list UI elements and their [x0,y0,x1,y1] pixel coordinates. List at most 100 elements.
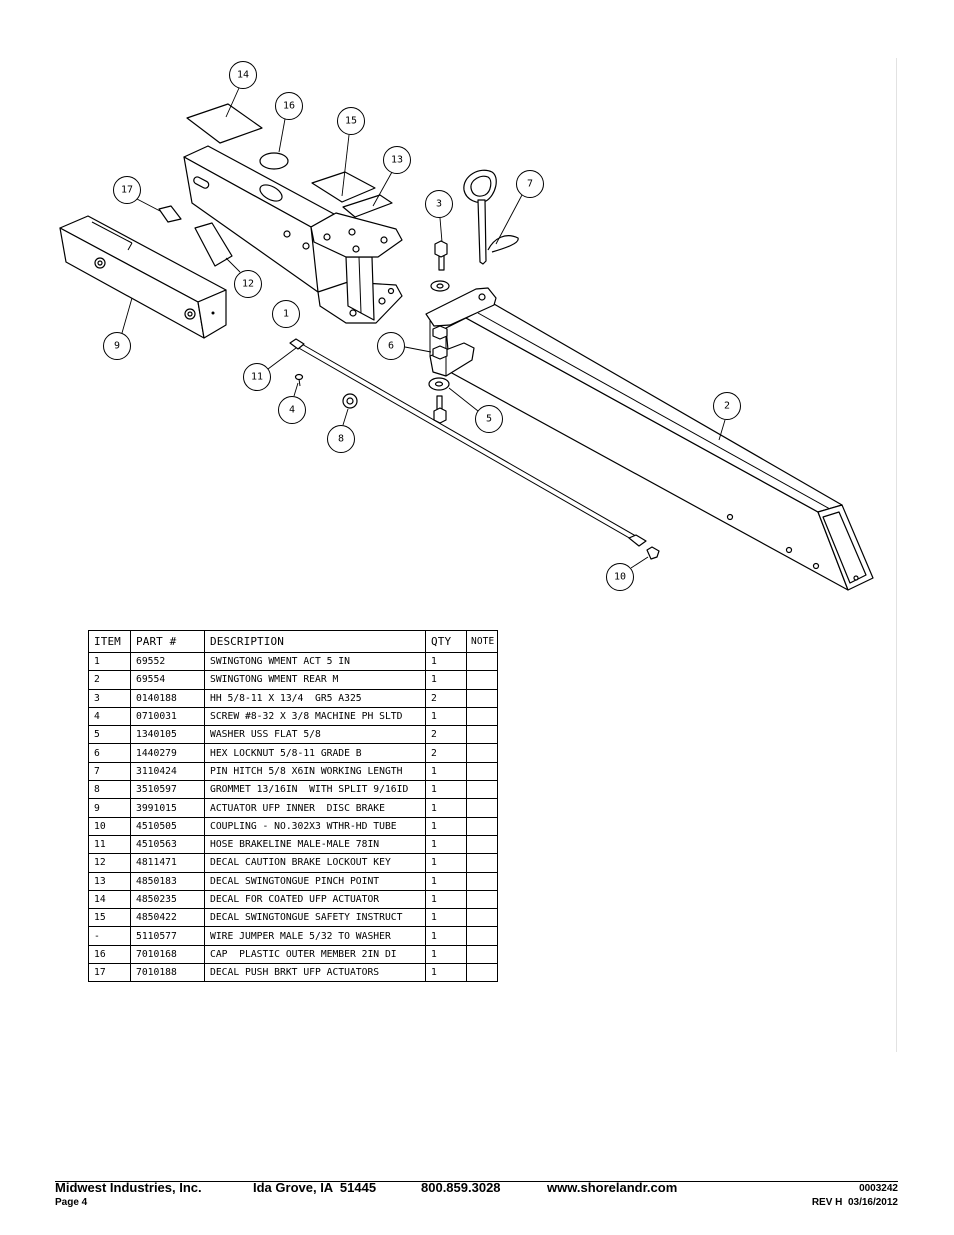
item-cell: 10 [88,816,131,836]
callout-1: 1 [272,300,300,328]
part-number-cell: 3110424 [130,761,205,782]
footer-company: Midwest Industries, Inc. [55,1180,202,1195]
hitch-pin [463,169,519,265]
item-cell: 13 [88,871,131,891]
part-number-cell: 4510563 [130,834,205,855]
callout-label: 8 [338,434,344,445]
note-cell [466,651,498,672]
note-cell [466,889,498,910]
description-cell: DECAL SWINGTONGUE PINCH POINT [204,871,426,891]
qty-cell: 1 [425,889,467,910]
footer-location: Ida Grove, IA 51445 [253,1180,377,1195]
item-cell: 17 [88,963,131,983]
decal-13 [342,194,393,218]
header-part-number: PART # [130,630,205,653]
callout-15: 15 [337,107,365,135]
item-cell: - [88,926,131,946]
page-margin-rule [896,58,897,1052]
callout-label: 12 [242,279,254,290]
qty-cell: 1 [425,670,467,690]
qty-cell: 1 [425,908,467,928]
callout-label: 15 [345,116,357,127]
qty-cell: 2 [425,688,467,708]
coupling [646,546,660,560]
note-cell [466,853,498,873]
callout-5: 5 [475,405,503,433]
qty-cell: 1 [425,944,467,965]
qty-cell: 2 [425,743,467,763]
part-number-cell: 3510597 [130,780,205,800]
callout-3: 3 [425,190,453,218]
note-cell [466,706,498,727]
callout-12: 12 [234,270,262,298]
part-number-cell: 4850422 [130,908,205,928]
note-cell [466,816,498,836]
footer-phone: 800.859.3028 [421,1180,501,1195]
qty-cell: 2 [425,725,467,745]
part-number-cell: 5110577 [130,926,205,946]
swing-tongue-rear [425,287,874,591]
part-number-cell: 4510505 [130,816,205,836]
decal-15 [311,171,376,203]
machine-screw [294,373,304,387]
item-cell: 11 [88,834,131,855]
leader-lines [121,87,726,569]
actuator-inner-tube [59,215,227,339]
description-cell: WIRE JUMPER MALE 5/32 TO WASHER [204,926,426,946]
note-cell [466,670,498,690]
description-cell: DECAL PUSH BRKT UFP ACTUATORS [204,963,426,983]
note-cell [466,780,498,800]
description-cell: DECAL CAUTION BRAKE LOCKOUT KEY [204,853,426,873]
callout-8: 8 [327,425,355,453]
description-cell: SCREW #8-32 X 3/8 MACHINE PH SLTD [204,706,426,727]
note-cell [466,798,498,818]
part-number-cell: 0140188 [130,688,205,708]
note-cell [466,725,498,745]
note-cell [466,926,498,946]
qty-cell: 1 [425,761,467,782]
item-cell: 14 [88,889,131,910]
qty-cell: 1 [425,963,467,983]
callout-label: 1 [283,309,289,320]
exploded-parts-diagram: 14 16 15 13 17 3 7 12 1 9 6 11 2 4 5 8 1… [59,61,874,591]
callout-label: 16 [283,101,295,112]
qty-cell: 1 [425,780,467,800]
item-cell: 8 [88,780,131,800]
note-cell [466,871,498,891]
qty-cell: 1 [425,853,467,873]
description-cell: DECAL SWINGTONGUE SAFETY INSTRUCT [204,908,426,928]
footer-document-number: 0003242 [859,1183,898,1194]
qty-cell: 1 [425,926,467,946]
description-cell: HOSE BRAKELINE MALE-MALE 78IN [204,834,426,855]
brake-hose [289,338,647,547]
header-item: ITEM [88,630,131,653]
footer-page-number: Page 4 [55,1197,88,1208]
callout-2: 2 [713,392,741,420]
description-cell: COUPLING - NO.302X3 WTHR-HD TUBE [204,816,426,836]
callout-10: 10 [606,563,634,591]
item-cell: 15 [88,908,131,928]
decals [158,103,393,267]
description-cell: SWINGTONG WMENT REAR M [204,670,426,690]
table-header-row: ITEM PART # DESCRIPTION QTY NOTE [88,630,498,653]
qty-cell: 1 [425,816,467,836]
qty-cell: 1 [425,706,467,727]
qty-cell: 1 [425,871,467,891]
callout-13: 13 [383,146,411,174]
decal-14 [186,103,263,144]
callout-11: 11 [243,363,271,391]
part-number-cell: 7010188 [130,963,205,983]
note-cell [466,963,498,983]
